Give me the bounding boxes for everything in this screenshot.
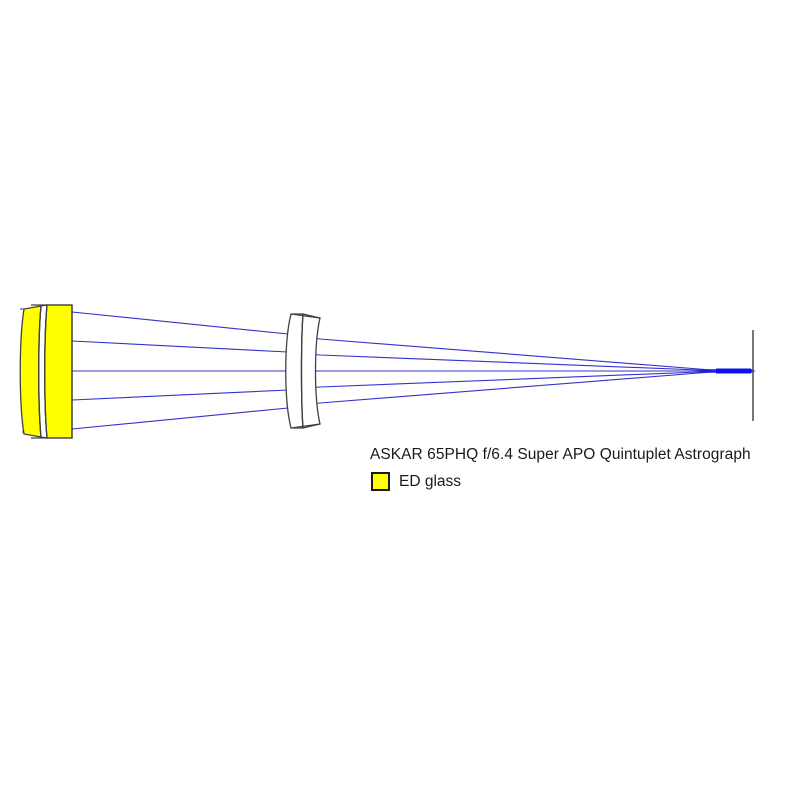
- front-group-cement-curve-a: [38, 305, 42, 438]
- ray-lower-marginal: [71, 370, 725, 430]
- lens-element-3-ed-fill: [44, 304, 73, 439]
- lens-element-4-fill: [285, 313, 304, 429]
- front-group-outer-edge: [31, 304, 73, 439]
- rear-doublet-bottom-edge: [290, 423, 321, 429]
- ray-bundle: [20, 308, 755, 433]
- rear-doublet-cement-curve: [300, 313, 304, 429]
- front-triplet-group: [19, 304, 73, 439]
- ray-upper-marginal: [71, 311, 725, 372]
- front-group-cement-curve-b: [44, 304, 48, 439]
- lens-element-1-ed-fill: [19, 305, 42, 438]
- ray-lower-zonal: [71, 370, 725, 401]
- rear-doublet-group: [285, 313, 321, 429]
- rear-doublet-top-edge: [290, 313, 321, 319]
